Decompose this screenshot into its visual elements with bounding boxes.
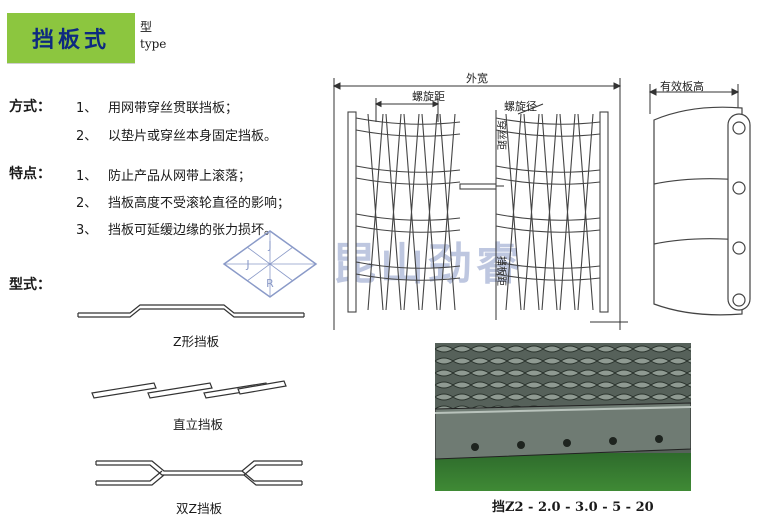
side-view-rod-3	[732, 241, 746, 255]
left-side-flight	[347, 111, 357, 313]
method-item-1: 1、用网带穿丝贯联挡板；	[76, 97, 238, 116]
z-flight-drawing	[77, 304, 305, 318]
title-banner: 挡板式	[7, 13, 135, 63]
double-z-line-5	[243, 474, 302, 486]
effective-height-arrows	[648, 88, 740, 96]
feature-item-2-num: 2、	[76, 196, 98, 211]
method-item-1-text: 用网带穿丝贯联挡板；	[108, 101, 239, 116]
page-title: 挡板式	[31, 28, 110, 53]
right-side-flight	[599, 111, 609, 313]
double-z-line-2	[96, 464, 302, 476]
types-label: 型式：	[9, 277, 51, 293]
straight-flight-drawing	[91, 380, 287, 399]
spiral-pitch-arrows	[374, 100, 440, 108]
spiral-pitch-label: 螺旋距	[412, 89, 445, 103]
straight-flight-plate-1	[91, 382, 157, 399]
z-flight-line-2	[78, 308, 304, 318]
spiral-diameter-label: 螺旋径	[504, 99, 537, 113]
watermark-diamond-lines	[224, 231, 316, 297]
watermark-letter-top: J	[267, 239, 271, 252]
double-z-line-1	[96, 460, 302, 472]
photo-flight-highlight	[435, 406, 691, 414]
feature-item-3: 3、挡板可延缓边缘的张力损坏。	[76, 219, 277, 238]
left-coil-spirals-back	[367, 113, 456, 311]
double-z-line-4	[96, 474, 165, 486]
method-item-2-num: 2、	[76, 129, 98, 144]
z-flight-line-1	[78, 304, 304, 314]
side-view-rod-channel	[727, 113, 751, 311]
watermark-logo: J J R	[222, 230, 318, 298]
left-coil-panel	[347, 111, 461, 313]
watermark-letter-bottom: R	[266, 277, 274, 290]
side-view-drawing: 有效板高	[648, 80, 751, 316]
feature-item-1-num: 1、	[76, 169, 98, 184]
features-label: 特点：	[9, 166, 51, 182]
side-view-rod-4	[732, 293, 746, 307]
double-z-ends	[95, 461, 303, 485]
photo-flight-strip	[435, 402, 691, 460]
outer-width-arrows	[332, 82, 622, 90]
method-label: 方式：	[9, 99, 51, 115]
feature-item-1: 1、防止产品从网带上滚落；	[76, 165, 251, 184]
feature-item-1-text: 防止产品从网带上滚落；	[108, 169, 252, 184]
right-coil-spirals-back	[505, 113, 594, 311]
double-z-line-6	[241, 470, 302, 482]
straight-flight-plate-4	[237, 380, 287, 395]
spiral-diameter-leader	[517, 103, 544, 115]
double-z-flight-drawing	[95, 460, 303, 486]
feature-item-3-text: 挡板可延缓边缘的张力损坏。	[108, 223, 278, 238]
double-z-flight-caption: 双Z挡板	[176, 501, 223, 516]
z-flight-ends	[77, 313, 305, 317]
method-item-2-text: 以垫片或穿丝本身固定挡板。	[108, 129, 278, 144]
side-view-rod-2	[732, 181, 746, 195]
straight-flight-plate-2	[147, 382, 213, 399]
feature-item-2-text: 挡板高度不受滚轮直径的影响；	[108, 196, 291, 211]
right-coil-panel	[495, 111, 609, 313]
photo-rod-ends	[471, 435, 663, 451]
method-item-1-num: 1、	[76, 101, 98, 116]
title-underline	[7, 63, 135, 64]
title-subtitle-cn: 型	[140, 20, 153, 34]
side-view-plate-outline	[653, 106, 743, 316]
feature-item-2: 2、挡板高度不受滚轮直径的影响；	[76, 192, 290, 211]
side-view-rod-1	[732, 121, 746, 135]
z-flight-caption: Z形挡板	[173, 334, 220, 349]
double-z-line-3	[96, 470, 163, 482]
product-photo	[435, 343, 691, 491]
product-photo-graphic	[435, 343, 691, 491]
rod-pitch-label: 穿丝距	[495, 120, 508, 150]
photo-caption: 挡Z2 - 2.0 - 3.0 - 5 - 20	[492, 500, 654, 515]
photo-ground	[435, 453, 691, 491]
connecting-rod	[459, 183, 497, 190]
effective-height-label: 有效板高	[660, 80, 704, 93]
method-item-2: 2、以垫片或穿丝本身固定挡板。	[76, 125, 277, 144]
flight-spacing-label: 挡板距	[495, 256, 508, 286]
straight-flight-caption: 直立挡板	[173, 417, 224, 432]
belt-technical-drawing: 外宽 螺旋距 螺旋径 板厚 穿丝距 挡板距	[332, 71, 628, 330]
title-subtitle-en: type	[140, 37, 167, 51]
feature-item-3-num: 3、	[76, 223, 98, 238]
outer-width-label: 外宽	[466, 71, 488, 85]
watermark-letter-left: J	[245, 258, 249, 271]
